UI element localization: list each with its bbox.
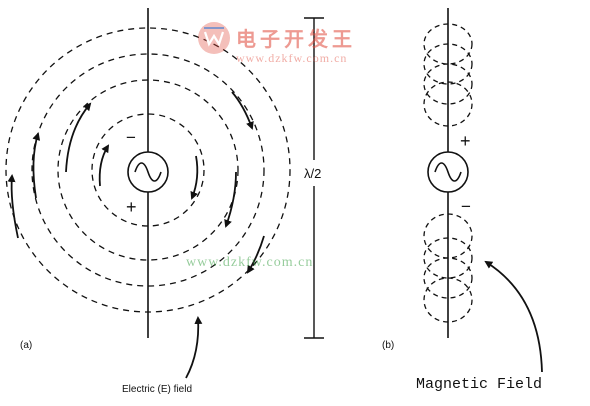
watermark-url-top: www.dzkfw.com.cn (236, 51, 347, 65)
e-field-ring-1 (91, 113, 205, 227)
panel-a-label: (a) (20, 340, 32, 351)
e-field-ring-4 (5, 27, 291, 313)
magnetic-field-loops-upper (423, 23, 473, 127)
h-field-caption: Magnetic Field (416, 376, 542, 393)
ac-source-a (127, 151, 169, 193)
watermark: 电子开发王 www.dzkfw.com.cn www.dzkfw.com.cn (186, 22, 356, 270)
e-field-ring-2 (57, 79, 239, 261)
h-loop-upper-4 (423, 81, 473, 127)
e-field-leader-arrow (185, 316, 203, 379)
plus-sign-a: + (126, 197, 137, 217)
half-wavelength-dimension (304, 17, 324, 339)
panel-b-label: (b) (382, 340, 394, 351)
h-loop-lower-3 (423, 257, 473, 299)
sine-wave-icon (134, 162, 162, 182)
watermark-brand-text: 电子开发王 (236, 27, 356, 51)
arrow-left-inner (98, 144, 110, 187)
e-field-arrows (7, 91, 265, 274)
watermark-url-center: www.dzkfw.com.cn (186, 255, 313, 270)
ac-source-b (427, 151, 469, 193)
panel-a: − + (a) Electric (E) field (5, 8, 291, 395)
e-field-caption: Electric (E) field (122, 384, 192, 395)
h-loop-upper-1 (423, 23, 473, 65)
e-field-ring-3 (31, 53, 265, 287)
h-loop-lower-2 (423, 237, 473, 279)
sine-wave-icon-b (434, 162, 462, 182)
h-field-leader-arrow (484, 260, 543, 373)
h-loop-lower-4 (423, 277, 473, 323)
plus-sign-b: + (460, 131, 471, 151)
h-loop-lower-1 (423, 213, 473, 259)
minus-sign-a: − (126, 128, 136, 147)
minus-sign-b: − (461, 197, 471, 216)
electric-field-lines (5, 27, 291, 313)
arrow-right-outer (231, 91, 254, 130)
h-loop-upper-3 (423, 63, 473, 105)
arrow-right-mid (224, 171, 237, 228)
panel-b: + − (b) Magnetic Field (382, 8, 543, 393)
magnetic-field-loops-lower (423, 213, 473, 323)
h-loop-upper-2 (423, 43, 473, 85)
arrow-left-far (7, 174, 19, 239)
watermark-logo-icon (198, 22, 230, 54)
arrow-right-far (246, 235, 265, 274)
arrow-left-mid (65, 102, 92, 173)
arrow-right-inner (190, 155, 199, 200)
half-wavelength-label: λ/2 (304, 166, 321, 181)
arrow-left-outer (32, 132, 41, 199)
